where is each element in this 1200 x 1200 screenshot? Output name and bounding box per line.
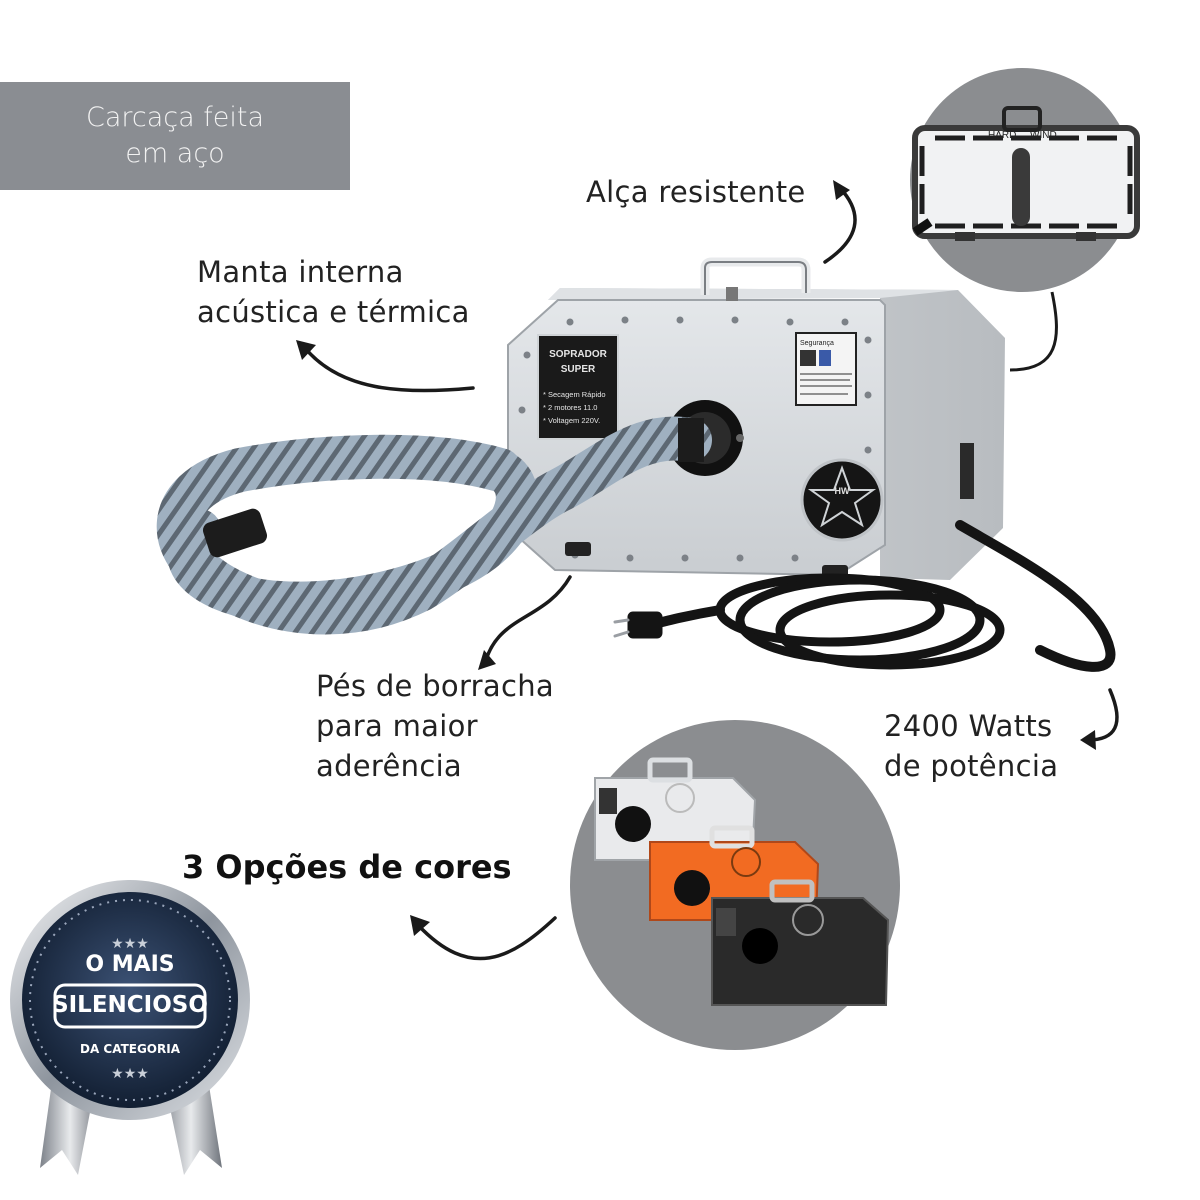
power-cord <box>613 520 1116 672</box>
feet-callout-line3: aderência <box>316 749 463 783</box>
product-label-spec2: * 2 motores 11.0 <box>543 403 597 412</box>
top-view-brand-right: WIND <box>1030 130 1057 141</box>
feet-callout-line2: para maior <box>316 709 478 743</box>
lining-callout: Manta interna acústica e térmica <box>197 252 470 332</box>
lining-callout-line2: acústica e térmica <box>197 295 470 329</box>
curved-arrow-icon <box>823 186 857 264</box>
power-callout: 2400 Watts de potência <box>884 706 1058 786</box>
product-label-spec3: * Voltagem 220V. <box>543 416 600 425</box>
color-options-title: 3 Opções de cores <box>182 848 512 886</box>
power-callout-line1: 2400 Watts <box>884 709 1053 743</box>
top-view-circle <box>910 68 1140 292</box>
curved-arrow-icon <box>484 575 572 662</box>
power-callout-line2: de potência <box>884 749 1059 783</box>
seal-line1: O MAIS <box>85 952 175 977</box>
blower-product <box>507 257 1005 580</box>
star-icon <box>807 465 877 528</box>
curved-arrow-icon <box>303 346 475 393</box>
feet-callout-line1: Pés de borracha <box>316 669 554 703</box>
safety-label-title: Segurança <box>800 340 834 347</box>
color-options-circle <box>570 720 900 1050</box>
svg-text:★★★: ★★★ <box>111 936 149 952</box>
material-tag-line2: em aço <box>125 138 225 169</box>
hose <box>156 416 712 635</box>
product-label-title1: SOPRADOR <box>549 349 608 360</box>
product-label-title2: SUPER <box>561 364 596 375</box>
lining-callout-line1: Manta interna <box>197 255 404 289</box>
top-view-brand-left: HARD <box>988 130 1016 141</box>
seal-line2: SILENCIOSO <box>52 992 208 1018</box>
connector-line <box>1009 291 1058 372</box>
handle-callout: Alça resistente <box>586 175 806 209</box>
material-tag-text: Carcaça feita em aço <box>0 100 350 172</box>
material-tag <box>0 82 350 190</box>
curved-arrow-icon <box>1086 688 1119 742</box>
feet-callout: Pés de borracha para maior aderência <box>316 666 554 786</box>
curved-arrow-icon <box>416 916 557 961</box>
svg-text:★★★: ★★★ <box>111 1066 149 1082</box>
star-badge-text: HW <box>835 486 850 496</box>
seal-line3: DA CATEGORIA <box>79 1042 180 1056</box>
product-label-spec1: * Secagem Rápido <box>543 390 606 399</box>
material-tag-line1: Carcaça feita <box>85 102 265 133</box>
quietest-seal: ★★★ ★★★ <box>10 880 250 1175</box>
